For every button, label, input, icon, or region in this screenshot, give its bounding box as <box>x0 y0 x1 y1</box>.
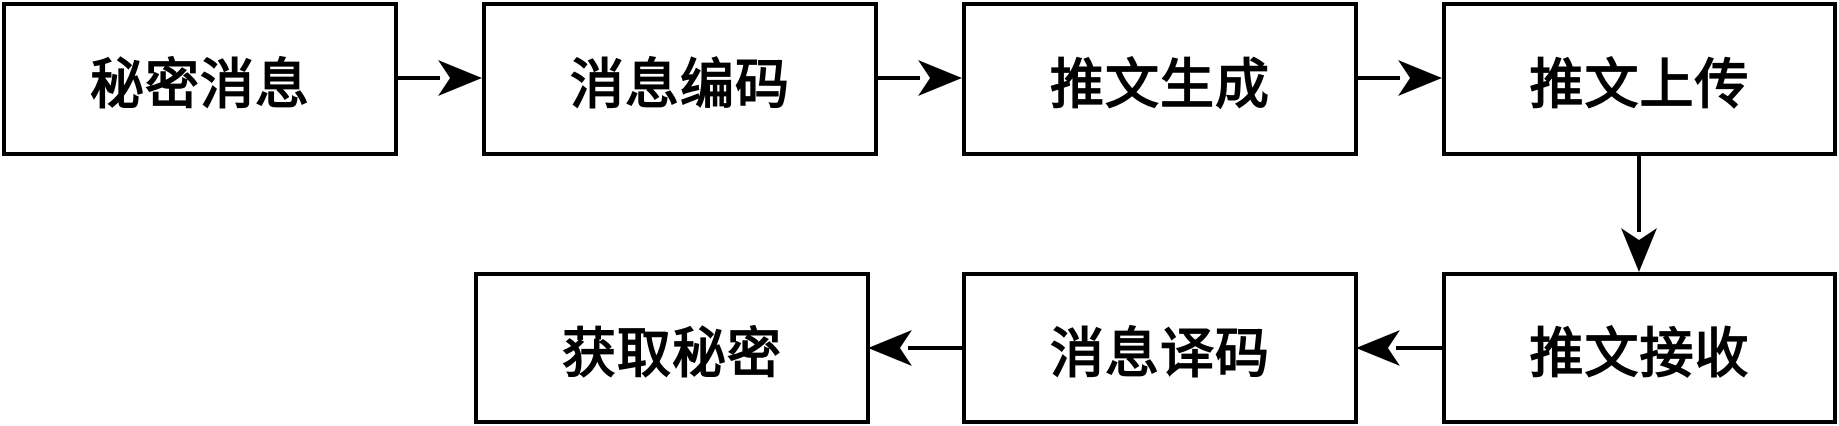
node-obtain-secret: 获取秘密 <box>474 272 870 424</box>
arrow-tweet-receive-to-message-decoding <box>1356 330 1442 366</box>
node-label: 推文生成 <box>1050 51 1270 116</box>
node-message-decoding: 消息译码 <box>962 272 1358 424</box>
node-label: 消息编码 <box>570 51 790 116</box>
node-message-encoding: 消息编码 <box>482 2 878 156</box>
node-tweet-generation: 推文生成 <box>962 2 1358 156</box>
node-secret-message: 秘密消息 <box>2 2 398 156</box>
node-label: 秘密消息 <box>90 51 310 116</box>
arrow-secret-message-to-message-encoding <box>398 60 482 96</box>
arrow-tweet-upload-to-tweet-receive <box>1621 156 1657 272</box>
arrow-message-decoding-to-obtain-secret <box>868 330 962 366</box>
node-label: 消息译码 <box>1050 320 1270 385</box>
arrow-tweet-generation-to-tweet-upload <box>1358 60 1442 96</box>
node-label: 推文上传 <box>1529 51 1750 116</box>
node-label: 获取秘密 <box>562 320 782 385</box>
node-tweet-receive: 推文接收 <box>1442 272 1837 424</box>
arrow-message-encoding-to-tweet-generation <box>878 60 962 96</box>
node-tweet-upload: 推文上传 <box>1442 2 1837 156</box>
node-label: 推文接收 <box>1529 320 1750 385</box>
